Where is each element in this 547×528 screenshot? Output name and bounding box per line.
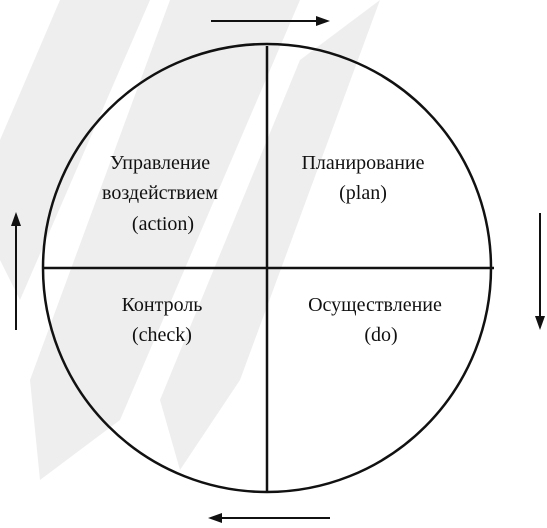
action-line-1: Управление xyxy=(110,152,210,174)
watermark-stroke-1 xyxy=(0,0,150,300)
plan-line-1: Планирование xyxy=(301,152,424,174)
arrow-left-icon xyxy=(208,513,330,523)
arrow-down-icon xyxy=(535,213,545,330)
action-line-3: (action) xyxy=(132,213,194,235)
watermark-stroke-2 xyxy=(30,0,300,480)
quadrant-action: Управление воздействием (action) xyxy=(102,152,218,235)
plan-line-2: (plan) xyxy=(339,182,387,204)
arrow-up-icon xyxy=(11,212,21,330)
arrow-right-icon xyxy=(211,16,330,26)
action-line-2: воздействием xyxy=(102,182,218,204)
check-line-2: (check) xyxy=(132,324,192,346)
quadrant-do: Осуществление (do) xyxy=(308,294,442,346)
do-line-1: Осуществление xyxy=(308,294,442,316)
quadrant-check: Контроль (check) xyxy=(122,294,203,346)
watermark-stroke-3 xyxy=(160,0,380,470)
check-line-1: Контроль xyxy=(122,294,203,316)
do-line-2: (do) xyxy=(364,324,397,346)
quadrant-plan: Планирование (plan) xyxy=(301,152,424,204)
